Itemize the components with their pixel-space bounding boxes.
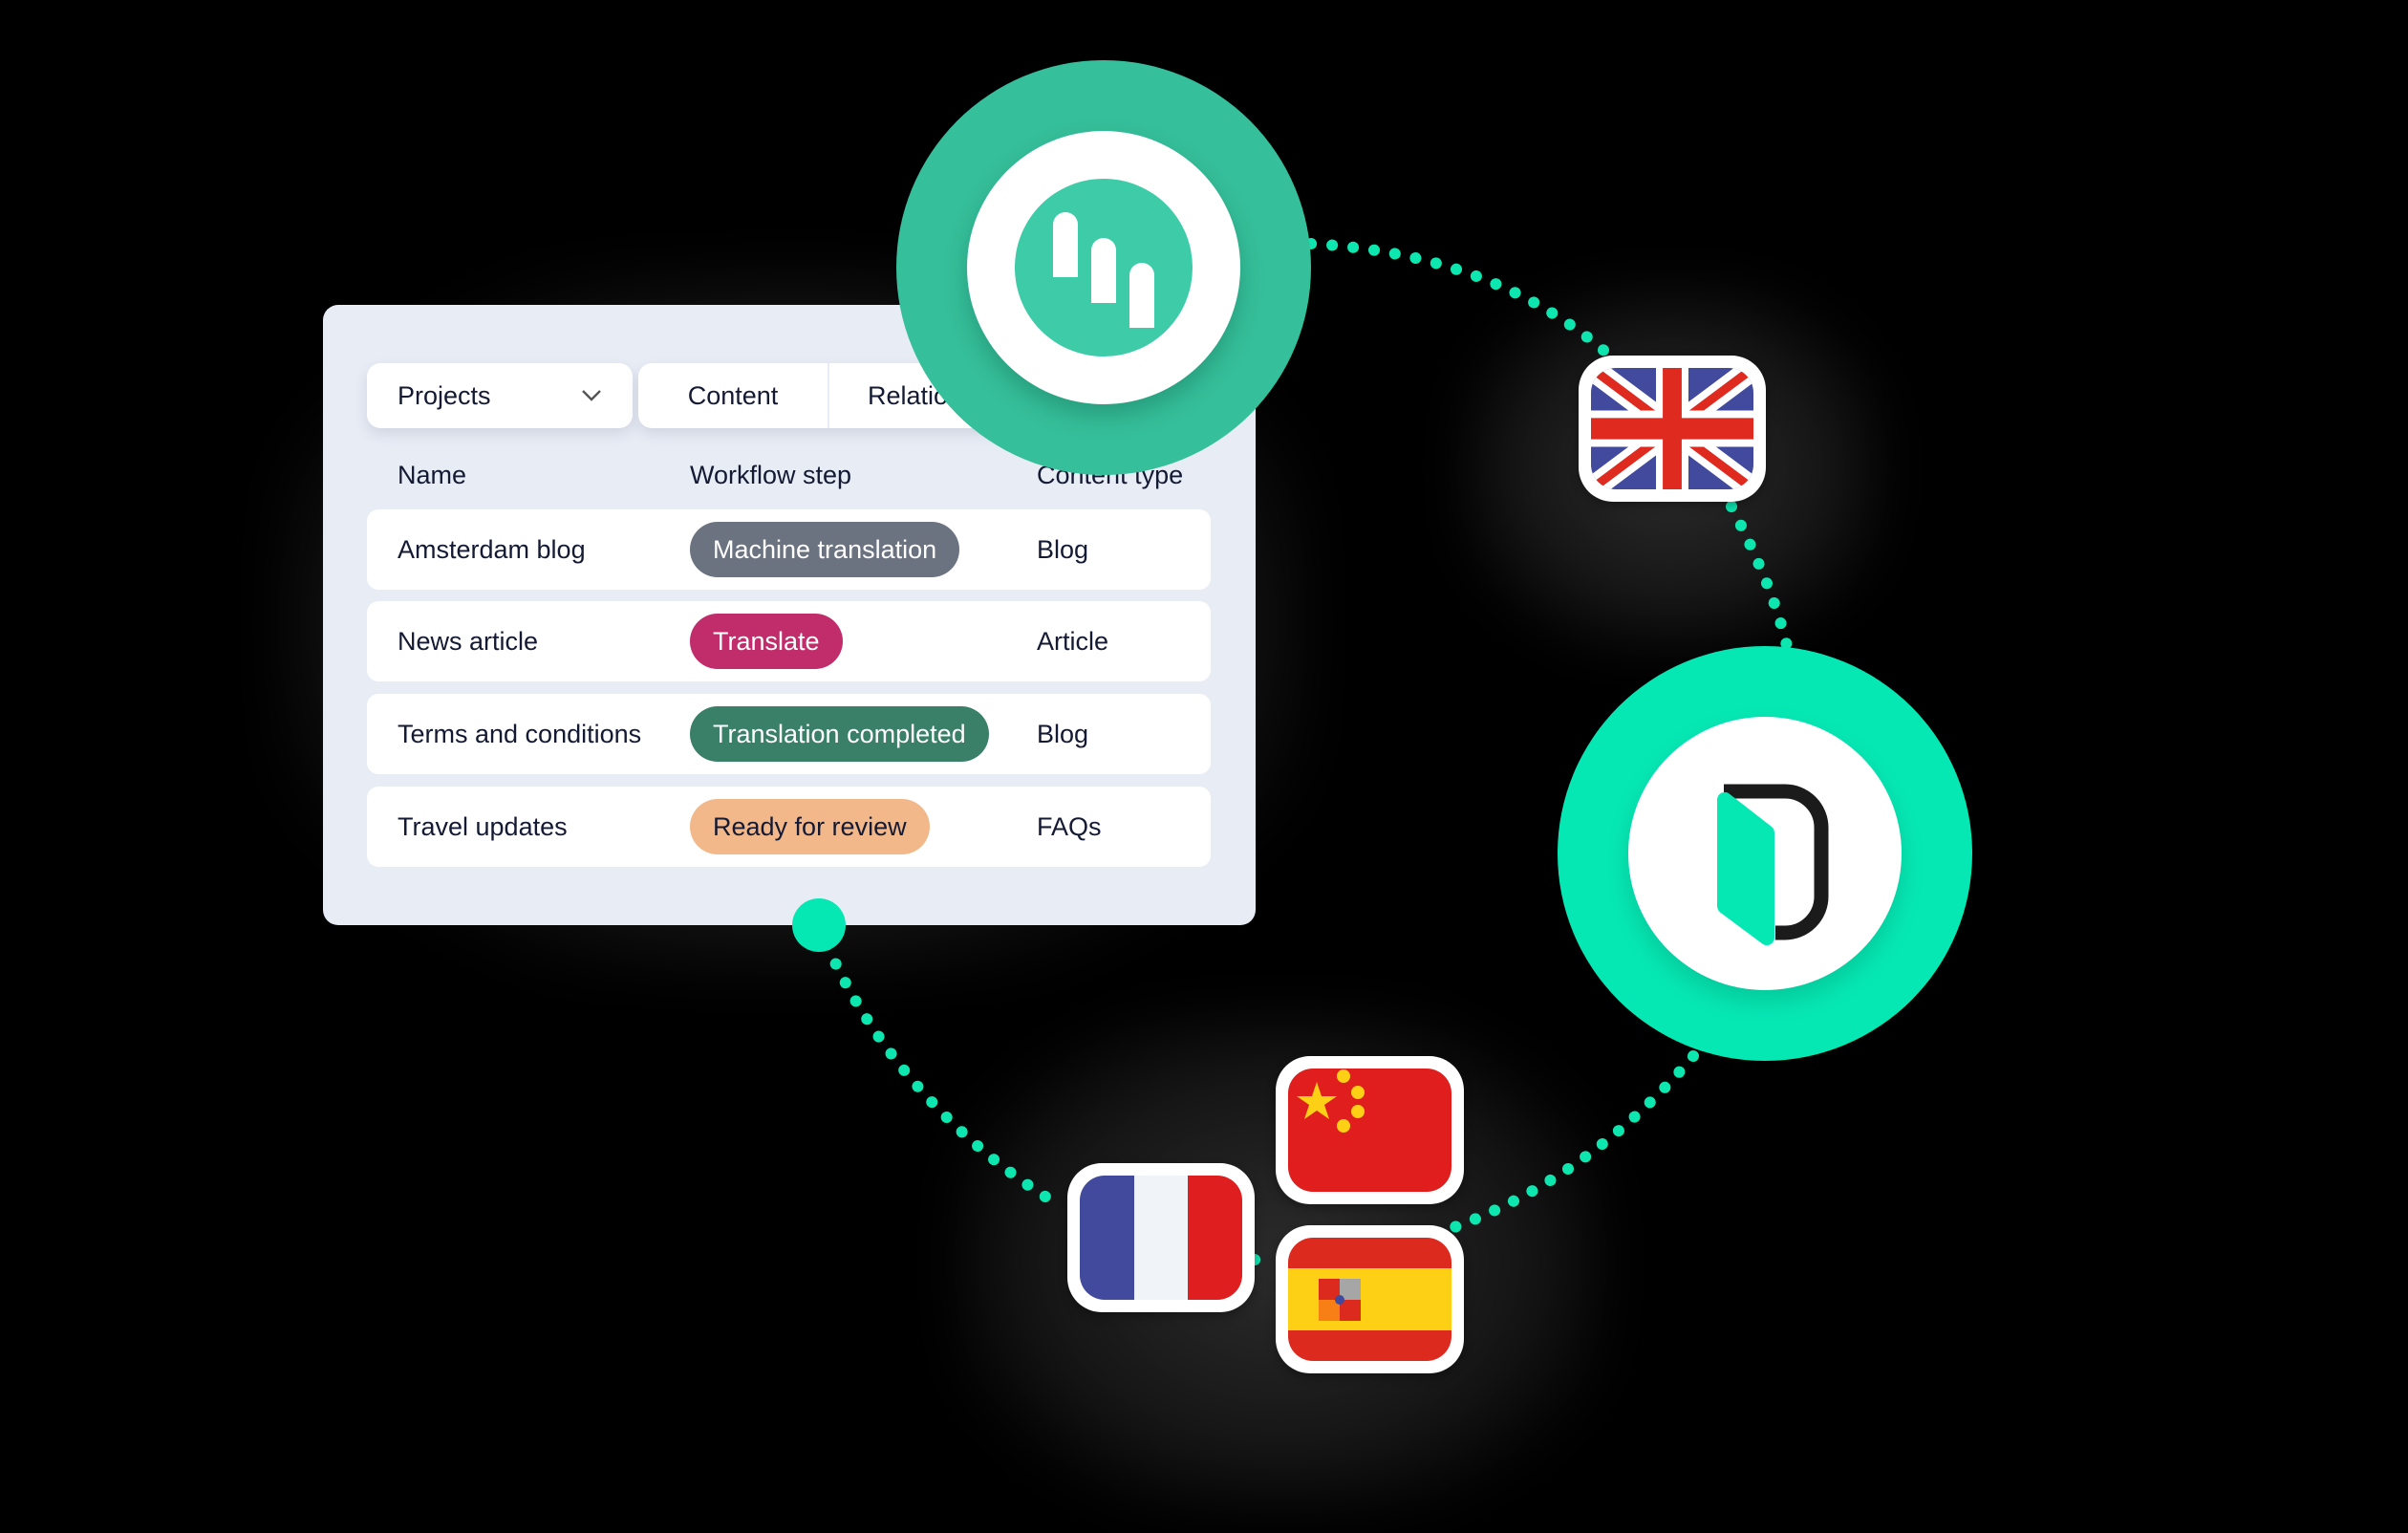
workflow-badge: Translate (690, 614, 843, 669)
row-name: News article (398, 627, 539, 656)
projects-dropdown[interactable]: Projects (367, 363, 633, 428)
row-content-type: Blog (1037, 720, 1089, 748)
table-row[interactable]: Amsterdam blog Machine translation Blog (367, 509, 1211, 590)
translation-service-node[interactable] (896, 60, 1311, 475)
connector-card-to-france (813, 919, 1066, 1212)
chevron-down-icon (582, 390, 601, 401)
row-name: Terms and conditions (398, 720, 642, 748)
column-header-name: Name (398, 461, 467, 489)
uk-flag-icon (1591, 368, 1753, 489)
row-content-type: Article (1037, 627, 1109, 656)
language-english[interactable] (1579, 356, 1766, 502)
row-content-type: Blog (1037, 535, 1089, 564)
connector-cms-to-spain (1432, 1050, 1699, 1239)
language-chinese[interactable] (1276, 1056, 1464, 1204)
cms-node[interactable] (1558, 646, 1972, 1061)
translation-service-logo (1015, 179, 1193, 356)
table-row[interactable]: Travel updates Ready for review FAQs (367, 787, 1211, 867)
workflow-badge: Ready for review (690, 799, 930, 854)
connector-anchor-dot (792, 898, 846, 952)
door-logo-icon (1717, 784, 1829, 946)
table-row[interactable]: News article Translate Article (367, 601, 1211, 681)
projects-dropdown-label: Projects (398, 380, 491, 410)
row-name: Amsterdam blog (398, 535, 586, 564)
cms-logo-ring (1628, 717, 1902, 990)
spain-flag-icon (1288, 1238, 1451, 1361)
workflow-badge: Machine translation (690, 522, 960, 577)
translation-service-logo-ring (967, 131, 1240, 404)
connector-uk-to-cms (1726, 501, 1793, 652)
language-french[interactable] (1067, 1163, 1255, 1312)
row-name: Travel updates (398, 812, 568, 841)
workflow-badge: Translation completed (690, 706, 989, 762)
row-content-type: FAQs (1037, 812, 1102, 841)
connector-service-to-uk (1305, 238, 1611, 357)
china-flag-icon (1297, 1069, 1365, 1133)
column-header-workflow-step: Workflow step (690, 461, 852, 489)
tab-content[interactable]: Content (638, 363, 829, 428)
language-spanish[interactable] (1276, 1225, 1464, 1373)
table-row[interactable]: Terms and conditions Translation complet… (367, 694, 1211, 774)
bars-logo-icon (1053, 212, 1154, 328)
france-flag-icon (1080, 1176, 1242, 1300)
